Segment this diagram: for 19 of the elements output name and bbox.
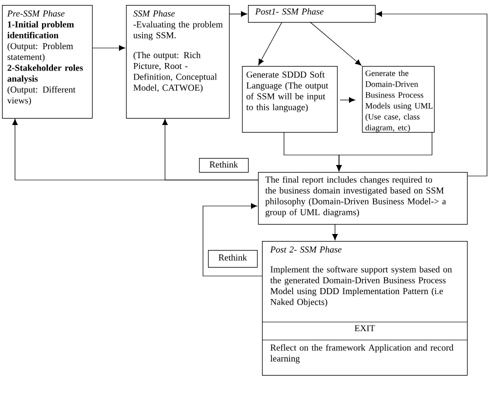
process-box: Generate the Domain-Driven Business Process Models using UML (Use case, class diagram, etc) <box>362 66 435 133</box>
arrow <box>92 45 126 51</box>
arrow <box>340 97 356 103</box>
phase-box: Post1- SSM Phase <box>248 5 376 23</box>
report-box: The final report includes changes required to the business domain investigated based on SSM philosophy (Domain-Driven Business Model-> a group of UML diagrams) <box>258 172 468 225</box>
arrow <box>162 118 258 180</box>
arrow <box>376 11 488 176</box>
arrow <box>336 132 432 172</box>
rethink-box: Rethink <box>208 250 258 268</box>
arrow <box>310 22 362 66</box>
phase-box: Post 2- SSM Phase Implement the software support system based on the generated Domain-Driven Business Process Model using DDD Implementation Pattern (i.e Naked Objects) EXIT Reflect on the framework Application and record learning <box>262 241 468 376</box>
phase-box: Pre-SSM Phase 1-Initial problem identification (Output: Problem statement) 2-Stakeholder roles analysis (Output: Different views) <box>2 5 93 119</box>
arrow <box>258 22 282 66</box>
rethink-box: Rethink <box>199 158 249 173</box>
arrow <box>202 203 262 276</box>
arrow <box>228 11 248 17</box>
phase-box: SSM Phase -Evaluating the problem using SSM. (The output: Rich Picture, Root - Definition, Conceptual Model, CATWOE) <box>126 5 230 119</box>
arrow <box>332 224 338 240</box>
process-box: Generate SDDD Soft Language (The output of SSM will be input to this language) <box>242 66 338 133</box>
